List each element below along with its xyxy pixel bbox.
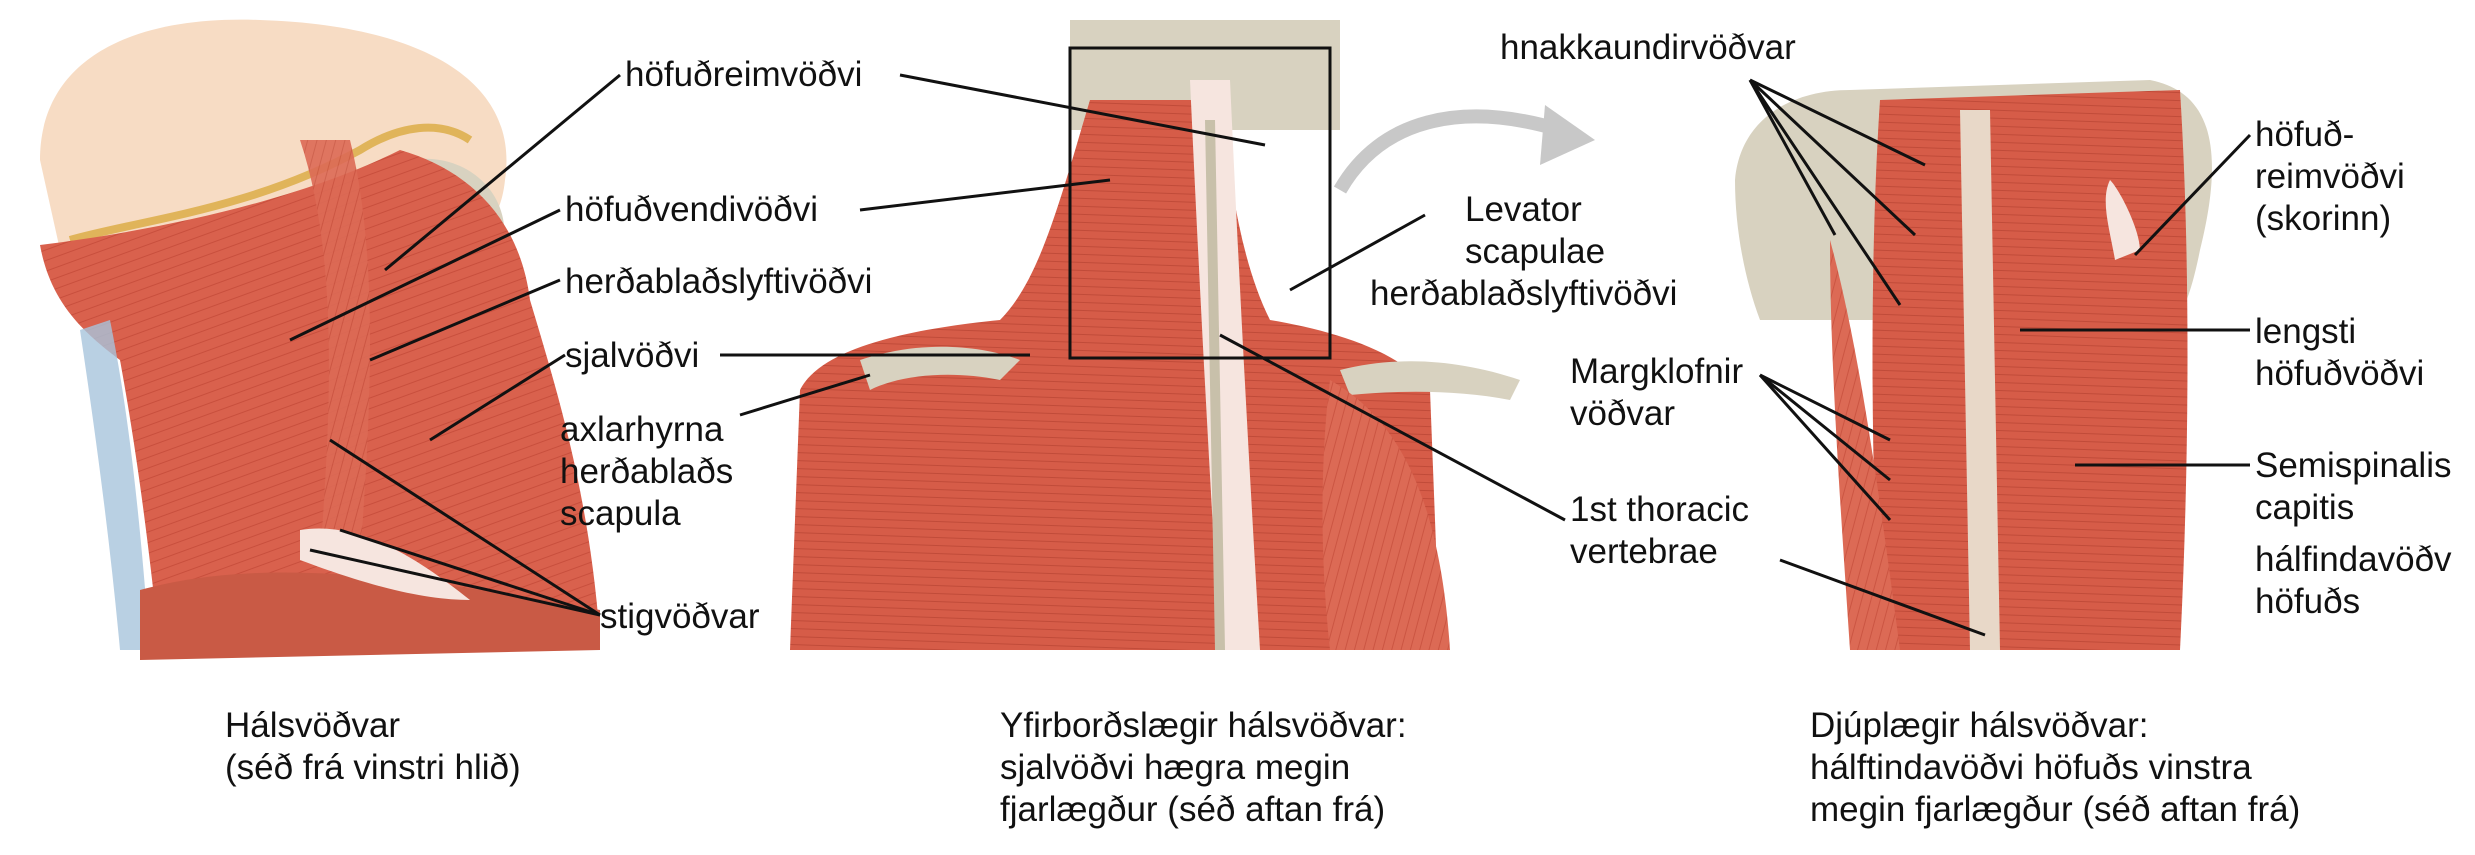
label-levator-mid-3: herðablaðslyftivöðvi [1370,274,1678,313]
clavicle-region [140,572,600,660]
leader-scalene-3 [309,548,601,617]
label-splenius-cut-3: (skorinn) [2255,199,2392,238]
leader-thoracic-right [1779,558,1986,637]
label-thoracic-2: vertebrae [1570,532,1718,571]
label-semispinalis-1: Semispinalis [2255,446,2452,485]
leader-levator-left [369,278,561,362]
label-thoracic-1: 1st thoracic [1570,490,1749,529]
leader-scalene-1 [329,438,601,617]
label-head-rotator: höfuðvendivöðvi [565,190,818,229]
label-head-splenius: höfuðreimvöðvi [625,55,863,94]
label-splenius-cut-2: reimvöðvi [2255,157,2405,196]
caption-right-2: hálftindavöðvi höfuðs vinstra [1810,748,2252,787]
levator-scapulae-middle [1322,380,1450,650]
splenius-cut-edge [2105,180,2140,260]
tendon-left [300,528,470,600]
middle-back-illustration [790,20,1520,650]
curved-arrow-head [1540,105,1595,165]
leader-suboccipital-2 [1748,78,1917,237]
label-levator-mid-1: Levator [1465,190,1582,229]
label-longissimus-2: höfuðvöðvi [2255,354,2425,393]
caption-middle-1: Yfirborðslægir hálsvöðvar: [1000,706,1407,745]
caption-middle-2: sjalvöðvi hægra megin [1000,748,1351,787]
leader-head-splenius [384,73,621,272]
label-acromion-2: herðablaðs [560,452,734,491]
leader-lines [289,73,2252,637]
caption-left-1: Hálsvöðvar [225,706,401,745]
leader-splenius-mid [899,73,1266,147]
leader-multifidus-3 [1758,373,1892,522]
trapezius-muscle [790,100,1440,650]
label-levator-mid-2: scapulae [1465,232,1606,271]
neck-muscles-left [40,150,600,655]
label-splenius-cut-1: höfuð- [2255,115,2355,154]
leader-suboccipital-1 [1749,78,1926,167]
caption-middle-3: fjarlægður (séð aftan frá) [1000,790,1386,829]
label-levator-left: herðablaðslyftivöðvi [565,262,873,301]
leader-head-rotator [289,208,561,342]
leader-rotator-mid [859,178,1111,212]
label-semispinalis-is-2: höfuðs [2255,582,2361,621]
leader-splenius-cut [2133,133,2252,257]
leader-thoracic-mid [1219,333,1566,522]
caption-right-3: megin fjarlægður (séð aftan frá) [1810,790,2301,829]
leader-scalene-2 [339,528,601,617]
label-semispinalis-2: capitis [2255,488,2355,527]
scapula-left-bone [860,346,1020,390]
label-trapezius: sjalvöðvi [565,336,700,375]
scapula-right-bone [1340,361,1520,400]
caption-right-1: Djúplægir hálsvöðvar: [1810,706,2149,745]
label-multifidus-1: Margklofnir [1570,352,1744,391]
leader-multifidus-1 [1759,373,1891,442]
multifidus-muscle [1830,240,1900,650]
label-scalenes: stigvöðvar [600,597,760,636]
label-suboccipital: hnakkaundirvöðvar [1500,28,1796,67]
deep-muscles-right [1872,90,2188,650]
leader-multifidus-2 [1759,373,1891,482]
trachea-left [80,320,150,650]
leader-suboccipital-4 [1748,79,1902,306]
label-acromion-1: axlarhyrna [560,410,724,449]
left-neck-illustration [40,19,600,660]
leader-suboccipital-3 [1748,79,1837,236]
label-acromion-3: scapula [560,494,681,533]
curved-arrow-shaft [1333,109,1563,194]
zoom-box [1068,46,1332,360]
label-multifidus-2: vöðvar [1570,394,1676,433]
leader-levator-mid [1289,213,1426,292]
caption-left-2: (séð frá vinstri hlið) [225,748,521,787]
spine-middle [1205,120,1225,650]
leader-trapezius-left [429,353,566,442]
leader-acromion [739,373,871,417]
right-back-illustration [1735,80,2212,650]
spine-right [1960,110,2000,650]
label-longissimus-1: lengsti [2255,312,2357,351]
label-semispinalis-is-1: hálfindavöðv [2255,540,2452,579]
